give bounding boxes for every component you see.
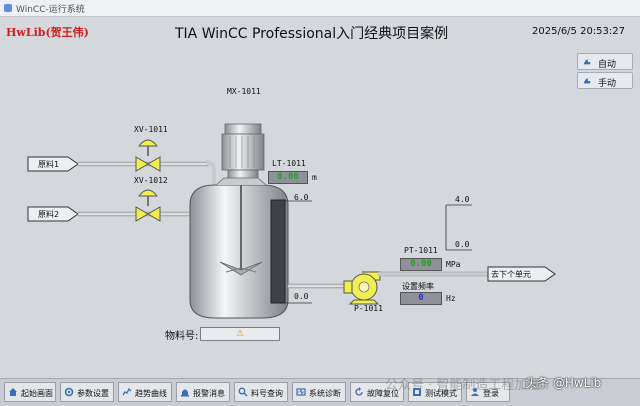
nav-alarm-label: 报警消息 [193, 389, 225, 398]
nav-reset-button[interactable]: 故障复位 [350, 382, 404, 402]
pressure-tag: PT-1011 [404, 246, 438, 255]
pressure-scale [445, 204, 472, 251]
nav-search-label: 料号查询 [251, 389, 283, 398]
alarm-icon [181, 389, 189, 397]
pressure-min-label: 0.0 [455, 240, 470, 249]
valve-1-tag: XV-1011 [134, 125, 168, 134]
raw-material-2-label: 原料2 [38, 210, 60, 219]
nav-diagnostics-label: 系统诊断 [309, 389, 341, 398]
settings-icon [64, 387, 74, 397]
nav-alarm-button[interactable]: 报警消息 [176, 382, 230, 402]
manual-mode-label: 手动 [598, 79, 617, 89]
datetime-display: 2025/6/5 20:53:27 [532, 26, 626, 37]
pressure-unit: MPa [446, 260, 461, 269]
mixing-tank[interactable] [189, 177, 289, 319]
page-title: TIA WinCC Professional入门经典项目案例 [175, 26, 449, 42]
nav-trend-button[interactable]: 趋势曲线 [118, 382, 172, 402]
frequency-unit: Hz [446, 294, 456, 303]
nav-diagnostics-button[interactable]: 系统诊断 [292, 382, 346, 402]
mixer-motor[interactable] [221, 123, 265, 181]
test-icon [413, 388, 421, 396]
brand-logo: HwLib(贺王伟) [6, 26, 89, 39]
pump-tag: P-1011 [354, 304, 383, 313]
bottom-nav: 起始画面 参数设置 趋势曲线 报警消息 料号查询 系统诊断 故障复位 测试模式 … [0, 378, 640, 406]
window-title: WinCC-运行系统 [16, 5, 85, 15]
auto-mode-label: 自动 [598, 60, 617, 70]
nav-trend-label: 趋势曲线 [135, 389, 167, 398]
nav-home-button[interactable]: 起始画面 [4, 382, 56, 402]
raw-material-1-label: 原料1 [38, 160, 60, 169]
reset-icon [355, 387, 363, 396]
nav-reset-label: 故障复位 [367, 389, 399, 398]
frequency-input[interactable]: 0 [400, 292, 442, 305]
mixer-tag: MX-1011 [227, 87, 261, 96]
header: HwLib(贺王伟) TIA WinCC Professional入门经典项目案… [0, 17, 640, 45]
level-min-label: 0.0 [294, 292, 309, 301]
level-readout: 0.00 [268, 171, 308, 184]
next-unit-arrow [487, 266, 556, 282]
level-unit: m [312, 173, 317, 182]
auto-hand-icon [583, 59, 591, 65]
diagnostics-icon [296, 388, 306, 396]
nav-settings-label: 参数设置 [77, 389, 109, 398]
manual-mode-button[interactable]: 手动 [577, 72, 633, 89]
valve-xv-1011[interactable] [135, 139, 161, 172]
window-titlebar: WinCC-运行系统 [0, 0, 640, 17]
nav-home-label: 起始画面 [21, 389, 53, 398]
nav-test-label: 测试模式 [425, 389, 457, 398]
next-unit-label: 去下个单元 [491, 270, 531, 279]
level-max-label: 6.0 [294, 193, 309, 202]
frequency-label: 设置频率 [402, 282, 434, 291]
outlet-pipe [287, 283, 347, 289]
material-number-field[interactable]: ⚠ [200, 327, 280, 341]
pressure-max-label: 4.0 [455, 195, 470, 204]
nav-settings-button[interactable]: 参数设置 [60, 382, 114, 402]
nav-login-button[interactable]: 登录 [466, 382, 510, 402]
search-icon [238, 387, 248, 397]
raw-material-2-arrow [27, 206, 79, 222]
auto-mode-button[interactable]: 自动 [577, 53, 633, 70]
nav-login-label: 登录 [483, 389, 499, 398]
watermark-toutiao: 头条 @HwLib [525, 376, 602, 390]
level-tag: LT-1011 [272, 159, 306, 168]
manual-hand-icon [583, 78, 591, 84]
inlet-pipe-2 [77, 211, 191, 217]
valve-xv-1012[interactable] [135, 189, 161, 222]
pressure-readout: 0.00 [400, 258, 442, 271]
material-number-label: 物料号: [165, 331, 199, 342]
trend-icon [122, 387, 132, 396]
valve-2-tag: XV-1012 [134, 176, 168, 185]
process-diagram [27, 123, 556, 319]
nav-test-button[interactable]: 测试模式 [408, 382, 462, 402]
user-icon [471, 388, 479, 396]
home-icon [9, 388, 17, 396]
nav-search-button[interactable]: 料号查询 [234, 382, 288, 402]
app-logo-icon [4, 4, 12, 12]
raw-material-1-arrow [27, 156, 79, 172]
level-bar [270, 199, 312, 304]
watermark-wechat: 公众号 · 智能制造工程加油 [385, 378, 541, 393]
pump-p-1011[interactable] [343, 271, 381, 305]
